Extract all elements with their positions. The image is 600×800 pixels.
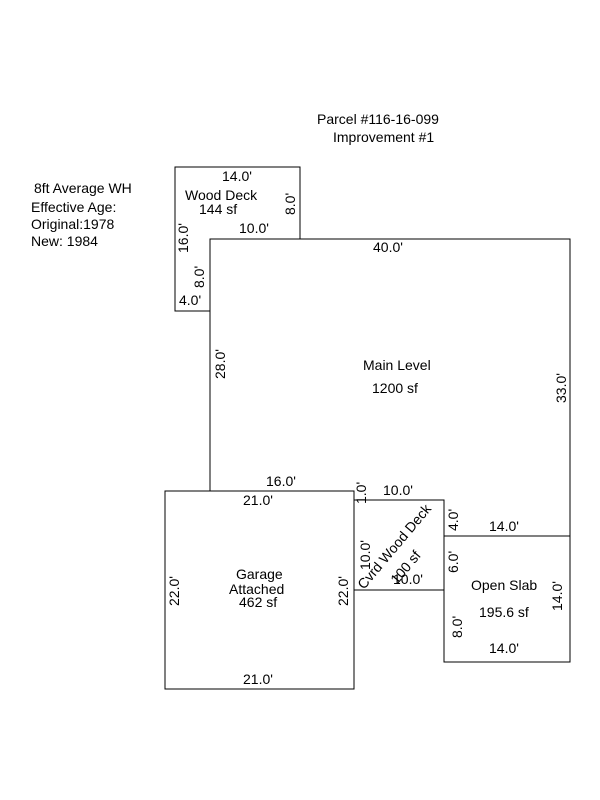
main-level-dim-bottom: 16.0' [266,473,296,489]
garage-dim-left: 22.0' [166,576,182,606]
wall-height-note: 8ft Average WH [34,180,132,196]
improvement-label: Improvement #1 [333,129,434,145]
cvrd-deck-dim-bottom: 10.0' [393,571,423,587]
original-year-note: Original:1978 [31,216,114,232]
main-level-dim-left: 28.0' [212,349,228,379]
wood-deck-area: 144 sf [199,201,237,217]
garage-name-line1: Garage [236,566,283,582]
open-slab-dim-left-lower: 8.0' [449,616,465,638]
wood-deck-name: Wood Deck [185,187,258,203]
open-slab-area: 195.6 sf [479,604,529,620]
open-slab-dim-top: 14.0' [489,518,519,534]
parcel-label: Parcel #116-16-099 [317,111,439,127]
open-slab-dim-right: 14.0' [549,581,565,611]
new-year-note: New: 1984 [31,233,98,249]
wood-deck-dim-bottom: 4.0' [179,292,201,308]
wood-deck-dim-inner: 8.0' [191,266,207,288]
wood-deck-dim-left: 16.0' [175,223,191,253]
open-slab-name: Open Slab [471,577,537,593]
open-slab-outline [443,535,571,663]
wood-deck-dim-right-bottom: 10.0' [239,220,269,236]
cvrd-deck-dim-small: 1.0' [353,482,369,504]
cvrd-deck-dim-top: 10.0' [383,482,413,498]
main-level-area: 1200 sf [372,380,418,396]
garage-dim-bottom: 21.0' [243,671,273,687]
main-level-name: Main Level [363,357,431,373]
garage-area: 462 sf [239,594,277,610]
open-slab-dim-bottom: 14.0' [489,640,519,656]
cvrd-deck-dim-left: 10.0' [357,540,373,570]
wood-deck-dim-top: 14.0' [222,168,252,184]
main-level-dim-right: 33.0' [553,373,569,403]
main-level-dim-top: 40.0' [373,239,403,255]
cvrd-deck-dim-right: 4.0' [445,509,461,531]
garage-name-line2: Attached [229,581,284,597]
open-slab-dim-left-upper: 6.0' [445,551,461,573]
garage-dim-right: 22.0' [335,576,351,606]
wood-deck-dim-right: 8.0' [282,193,298,215]
main-level-outline [209,238,571,536]
effective-age-note: Effective Age: [31,199,116,215]
garage-dim-top: 21.0' [243,492,273,508]
